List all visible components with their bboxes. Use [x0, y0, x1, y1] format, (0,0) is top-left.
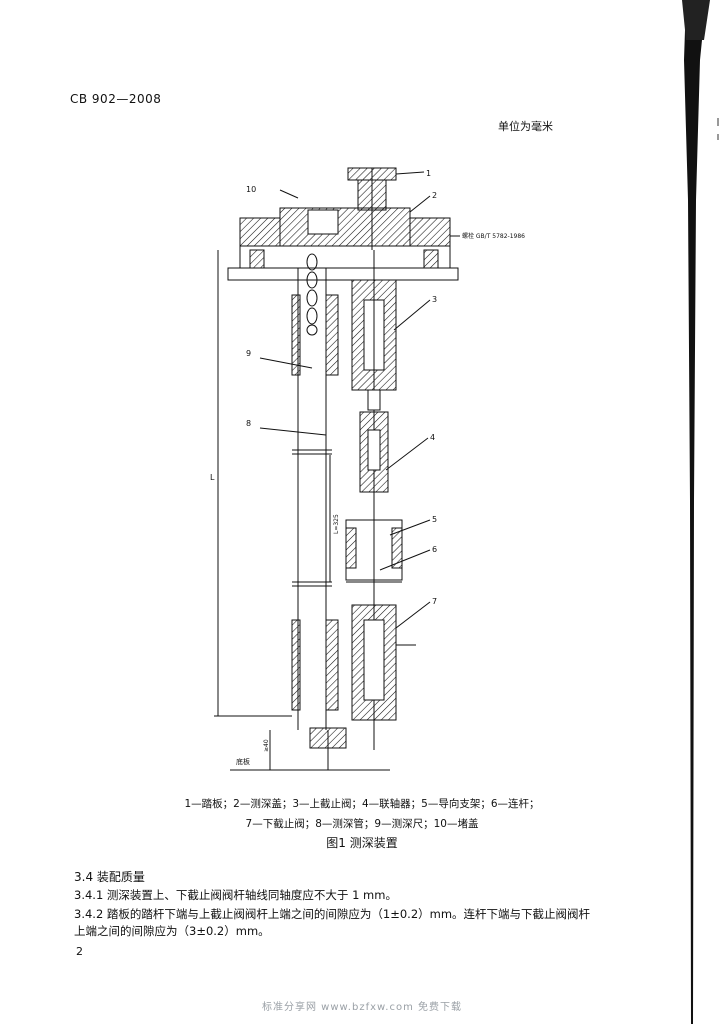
callout-6: 6: [432, 545, 437, 554]
standard-note: 螺栓 GB/T 5782-1986: [462, 232, 525, 240]
callout-8: 8: [246, 419, 251, 428]
callout-4: 4: [430, 433, 435, 442]
callout-7: 7: [432, 597, 437, 606]
dim-L: L: [210, 473, 215, 482]
callout-9: 9: [246, 349, 251, 358]
footer-watermark: 标准分享网 www.bzfxw.com 免费下载: [262, 1002, 462, 1013]
callout-3: 3: [432, 295, 437, 304]
figure-legend-line1: 1—踏板；2—测深盖；3—上截止阀；4—联轴器；5—导向支架；6—连杆；: [184, 798, 540, 810]
scan-edge-shadow: [682, 0, 719, 1024]
paragraph-3-4-2: 3.4.2 踏板的踏杆下端与上截止阀阀杆上端之间的间隙应为（1±0.2）mm。连…: [74, 907, 591, 921]
figure-title: 图1 测深装置: [326, 836, 398, 850]
dim-lower: L=325: [333, 514, 340, 534]
page-number: 2: [76, 945, 83, 958]
base-dim: ≥40: [263, 739, 270, 752]
section-heading: 3.4 装配质量: [74, 870, 145, 884]
figure-legend-line2: 7—下截止阀；8—测深管；9—测深尺；10—堵盖: [245, 818, 479, 830]
standard-code: CB 902—2008: [70, 92, 162, 106]
unit-note: 单位为毫米: [498, 120, 553, 133]
callout-1: 1: [426, 169, 431, 178]
paragraph-3-4-2-cont: 上端之间的间隙应为（3±0.2）mm。: [74, 924, 270, 938]
callout-10: 10: [246, 185, 256, 194]
depth-gauge-drawing: 1 2 3 4 5 6 7 8 9 10 螺栓 GB/T 5782-1986 L…: [210, 167, 525, 771]
paragraph-3-4-1: 3.4.1 测深装置上、下截止阀阀杆轴线同轴度应不大于 1 mm。: [74, 888, 397, 902]
bottom-label: 底板: [236, 757, 250, 766]
callout-5: 5: [432, 515, 437, 524]
callout-2: 2: [432, 191, 437, 200]
